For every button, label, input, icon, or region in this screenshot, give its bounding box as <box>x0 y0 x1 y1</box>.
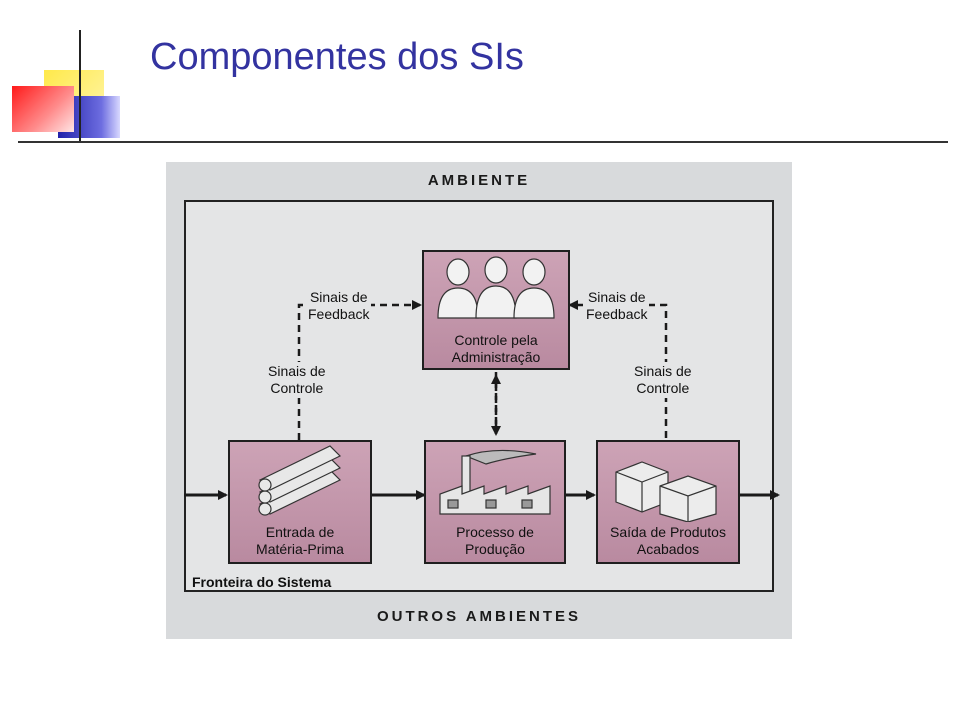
node-input-label: Entrada de Matéria-Prima <box>230 524 370 558</box>
node-input: Entrada de Matéria-Prima <box>228 440 372 564</box>
node-output: Saída de Produtos Acabados <box>596 440 740 564</box>
label-control-left-line2: Controle <box>270 380 324 396</box>
slide-title: Componentes dos SIs <box>150 36 524 78</box>
people-icon <box>437 256 555 319</box>
node-input-line2: Matéria-Prima <box>256 541 344 557</box>
node-output-label: Saída de Produtos Acabados <box>598 524 738 558</box>
label-control-left: Sinais de Controle <box>266 362 328 398</box>
node-input-line1: Entrada de <box>265 524 335 540</box>
label-control-right-line2: Controle <box>636 380 690 396</box>
logs-icon <box>258 445 342 516</box>
other-environments-label: Outros Ambientes <box>376 608 582 625</box>
label-feedback-right-line2: Feedback <box>586 306 648 322</box>
label-control-left-line1: Sinais de <box>268 363 326 379</box>
factory-icon <box>439 449 551 515</box>
node-management: Controle pela Administração <box>422 250 570 370</box>
boxes-icon <box>615 461 717 522</box>
label-feedback-left-line2: Feedback <box>308 306 370 322</box>
node-management-line2: Administração <box>451 349 541 365</box>
node-output-line1: Saída de Produtos <box>610 524 726 540</box>
label-control-right-line1: Sinais de <box>634 363 692 379</box>
diagram-arrows <box>184 300 780 500</box>
feedback-arrow-left <box>297 300 422 440</box>
decor-red-square <box>12 86 74 132</box>
environment-label: Ambiente <box>427 172 531 189</box>
node-process: Processo de Produção <box>424 440 566 564</box>
node-management-line1: Controle pela <box>454 332 538 348</box>
node-output-line2: Acabados <box>636 541 700 557</box>
decor-vertical-line <box>79 30 81 142</box>
system-diagram: Ambiente <box>166 162 792 639</box>
node-management-label: Controle pela Administração <box>424 332 568 366</box>
label-feedback-left-line1: Sinais de <box>309 289 368 305</box>
node-process-line1: Processo de <box>456 524 534 540</box>
system-boundary-label: Fronteira do Sistema <box>192 574 332 590</box>
label-feedback-left: Sinais de Feedback <box>306 288 372 324</box>
label-control-right: Sinais de Controle <box>632 362 694 398</box>
decor-horizontal-line <box>18 141 948 143</box>
label-feedback-right: Sinais de Feedback <box>584 288 650 324</box>
node-process-line2: Produção <box>465 541 525 557</box>
node-process-label: Processo de Produção <box>426 524 564 558</box>
label-feedback-right-line1: Sinais de <box>587 289 646 305</box>
